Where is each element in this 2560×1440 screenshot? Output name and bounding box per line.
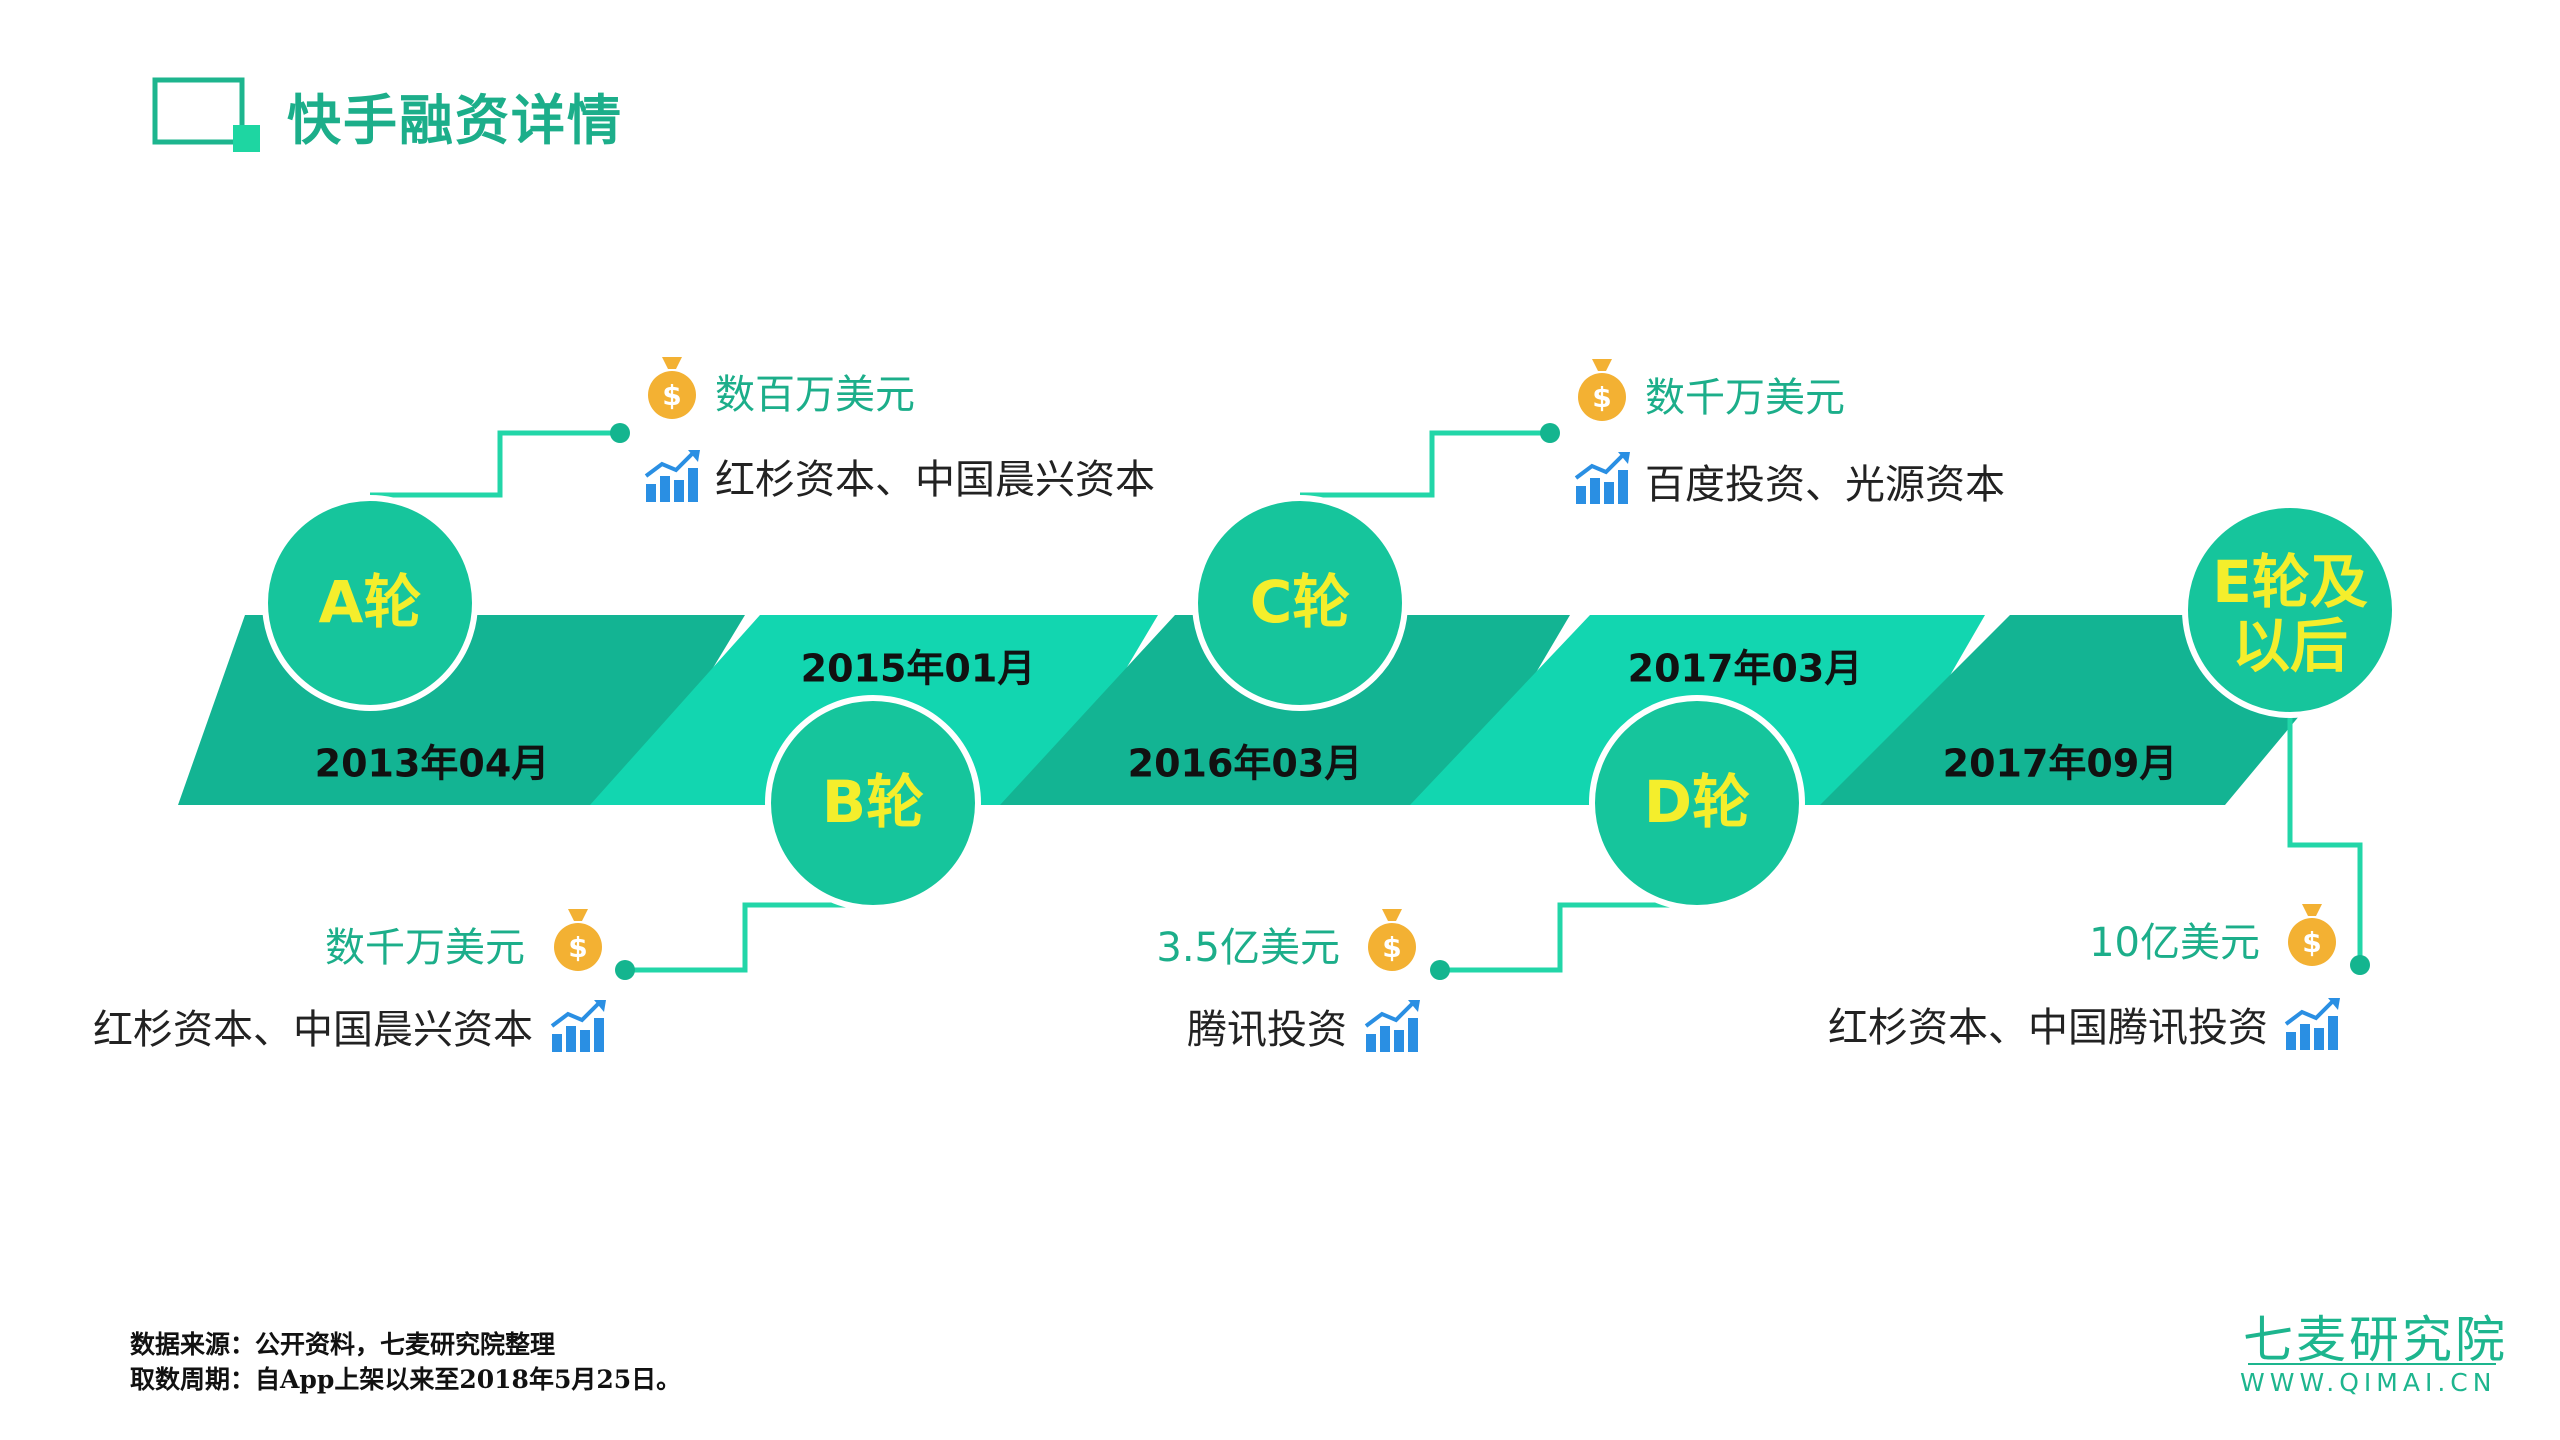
svg-text:$: $ — [662, 379, 681, 412]
growth-chart-icon — [1574, 452, 1630, 504]
svg-text:$: $ — [2302, 926, 2321, 959]
connector-a — [370, 430, 620, 498]
investors-e: 红杉资本、中国腾讯投资 — [1828, 1005, 2268, 1051]
connector-dot-d — [1430, 960, 1450, 980]
svg-text:$: $ — [1592, 381, 1611, 414]
round-circle-c — [1192, 495, 1408, 711]
growth-chart-icon — [644, 450, 700, 502]
round-label-d: D轮 — [1643, 768, 1751, 837]
connector-d — [1440, 902, 1685, 973]
connector-b — [625, 902, 875, 973]
logo-cn: 七麦研究院 — [2243, 1311, 2508, 1369]
amount-d: 3.5亿美元 — [1156, 925, 1340, 971]
amount-b: 数千万美元 — [325, 925, 525, 971]
page-title: 快手融资详情 — [287, 89, 623, 152]
date-a: 2013年04月 — [314, 741, 550, 786]
round-label-e-line1: E轮及 — [2212, 548, 2368, 617]
round-label-e-line2: 以后 — [2231, 612, 2348, 680]
investors-c: 百度投资、光源资本 — [1645, 462, 2005, 508]
connector-dot-b — [615, 960, 635, 980]
round-label-e: E轮及 以后 — [2212, 548, 2368, 680]
amount-e: 10亿美元 — [2089, 920, 2260, 966]
round-label-c: C轮 — [1249, 568, 1351, 637]
connector-e — [2287, 715, 2363, 965]
data-source-note: 数据来源：公开资料，七麦研究院整理 — [130, 1330, 556, 1359]
growth-chart-icon — [2284, 998, 2340, 1050]
investors-d: 腾讯投资 — [1187, 1007, 1347, 1053]
timeline-band-3 — [1000, 615, 1570, 805]
data-period-note: 取数周期：自App上架以来至2018年5月25日。 — [130, 1365, 682, 1394]
amount-c: 数千万美元 — [1645, 375, 1845, 421]
timeline-band-5 — [1820, 615, 2300, 805]
round-circle-b — [765, 695, 981, 911]
connector-dot-e — [2350, 955, 2370, 975]
connector-dot-c — [1540, 423, 1560, 443]
round-label-b: B轮 — [821, 768, 925, 837]
money-bag-icon: $ — [1578, 359, 1626, 421]
date-b: 2015年01月 — [800, 646, 1036, 691]
round-label-a: A轮 — [318, 568, 422, 637]
round-circle-a — [262, 495, 478, 711]
title-frame-icon — [152, 77, 260, 152]
connector-c — [1300, 430, 1550, 498]
amount-a: 数百万美元 — [715, 372, 915, 418]
investors-a: 红杉资本、中国晨兴资本 — [715, 457, 1155, 503]
investors-b: 红杉资本、中国晨兴资本 — [93, 1007, 533, 1053]
money-bag-icon: $ — [554, 909, 602, 971]
logo-divider — [2248, 1363, 2496, 1365]
money-bag-icon: $ — [1368, 909, 1416, 971]
growth-chart-icon — [1364, 1000, 1420, 1052]
money-bag-icon: $ — [648, 357, 696, 419]
date-d: 2017年03月 — [1627, 646, 1863, 691]
round-circle-e — [2182, 502, 2398, 718]
connector-dot-a — [610, 423, 630, 443]
growth-chart-icon — [550, 1000, 606, 1052]
date-e: 2017年09月 — [1942, 741, 2178, 786]
svg-text:$: $ — [568, 931, 587, 964]
svg-text:$: $ — [1382, 931, 1401, 964]
date-c: 2016年03月 — [1127, 741, 1363, 786]
money-bag-icon: $ — [2288, 904, 2336, 966]
round-circle-d — [1589, 695, 1805, 911]
logo-en: WWW.QIMAI.CN — [2240, 1368, 2497, 1397]
